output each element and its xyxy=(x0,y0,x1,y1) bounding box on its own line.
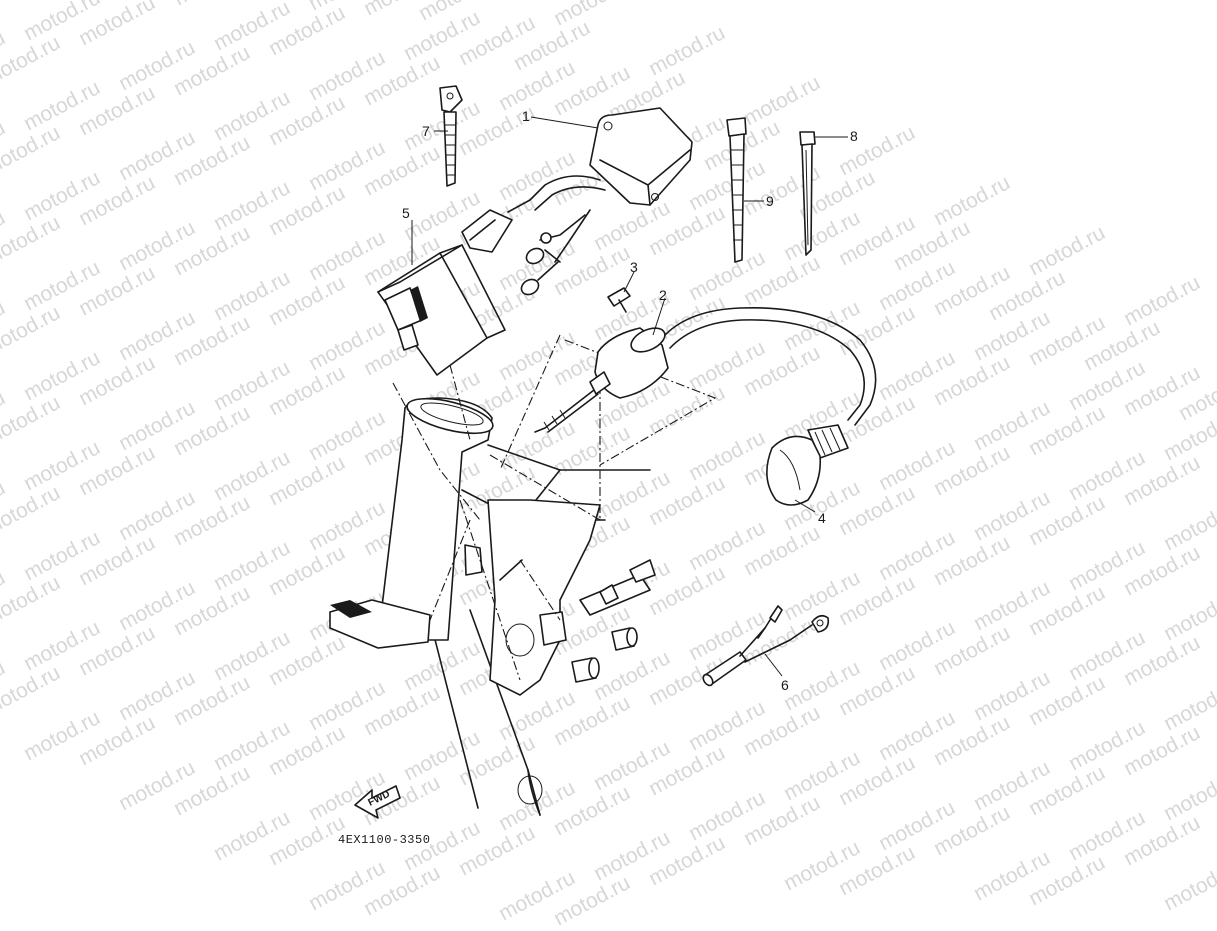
part-label-6: 6 xyxy=(781,677,789,693)
part-label-1: 1 xyxy=(522,108,530,124)
frame-assembly xyxy=(329,334,717,816)
part-9-cable-tie xyxy=(726,117,747,263)
part-5-relay xyxy=(377,244,506,376)
part-label-7: 7 xyxy=(422,123,430,139)
part-label-5: 5 xyxy=(402,205,410,221)
fwd-arrow-icon: FWD xyxy=(354,785,401,819)
part-labels: 1 2 3 4 5 6 7 8 9 xyxy=(402,108,858,693)
part-3-screw xyxy=(607,287,631,313)
part-label-8: 8 xyxy=(850,128,858,144)
drawing-code: 4EX1100-3350 xyxy=(338,833,430,847)
part-label-9: 9 xyxy=(766,193,774,209)
part-4-cable-cap xyxy=(766,424,849,506)
part-8-cable-tie xyxy=(799,131,816,256)
part-label-4: 4 xyxy=(818,510,826,526)
part-label-3: 3 xyxy=(630,259,638,275)
part-label-2: 2 xyxy=(659,287,667,303)
part-2-throttle-sensor xyxy=(534,306,877,433)
leader-lines xyxy=(411,116,848,677)
part-7-band xyxy=(439,85,463,187)
part-1-control-unit xyxy=(461,107,693,296)
part-6-lead-wire xyxy=(702,605,830,687)
